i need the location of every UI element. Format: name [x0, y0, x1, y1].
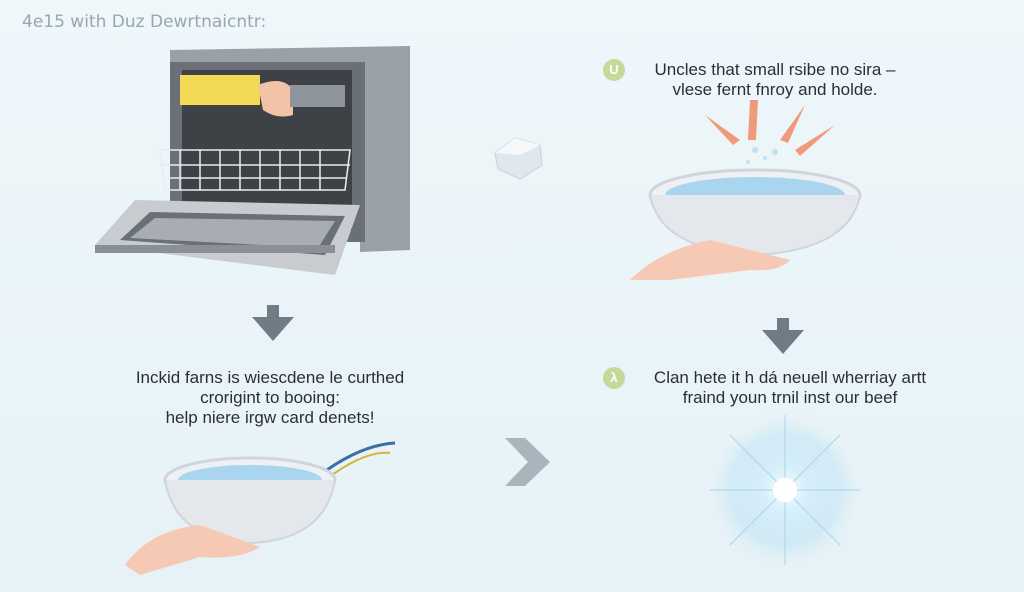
caption-line: Inckid farns is wiescdene le curthed [135, 368, 405, 387]
step-1-caption: Inckid farns is wiescdene le curthed cro… [110, 368, 430, 428]
down-arrow-icon [252, 305, 294, 341]
caption-line: fraind youn trnil inst our beef [682, 388, 898, 407]
caption-line: help niere irgw card denets! [165, 408, 375, 427]
step-2-caption: Uncles that small rsibe no sira – vlese … [630, 60, 920, 100]
right-chevron-icon [505, 438, 550, 486]
dishwasher-illustration [95, 46, 410, 275]
caption-line: Uncles that small rsibe no sira – [654, 60, 896, 79]
down-arrow-icon [762, 318, 804, 354]
bowl-with-ice-illustration [630, 100, 862, 280]
caption-line: crorigint to booing: [200, 388, 340, 407]
ice-cube-icon [494, 137, 543, 180]
caption-line: vlese fernt fnroy and holde. [672, 80, 878, 99]
bowl-with-spoon-illustration [125, 441, 396, 575]
step-2-badge: U [603, 59, 625, 81]
step-3-caption: Clan hete it h dá neuell wherriay artt f… [635, 368, 945, 408]
step-3-badge: λ [603, 367, 625, 389]
sparkle-clean-illustration [705, 410, 865, 570]
caption-line: Clan hete it h dá neuell wherriay artt [653, 368, 927, 387]
page-title: 4e15 with Duz Dewrtnaicntr: [22, 12, 267, 32]
